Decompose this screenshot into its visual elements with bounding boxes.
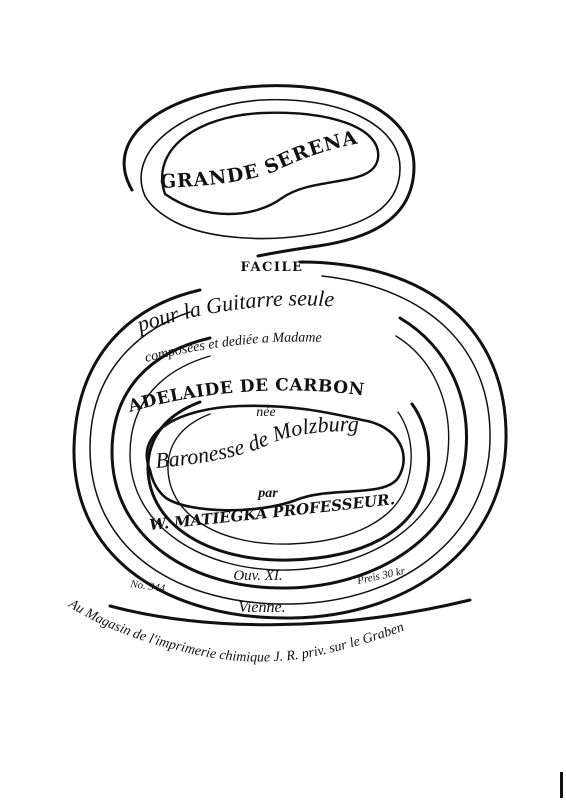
difficulty: FACILE bbox=[240, 260, 303, 275]
opus: Ouv. XI. bbox=[233, 568, 282, 584]
page-edge-mark bbox=[560, 772, 563, 798]
bottom-rule bbox=[108, 598, 472, 627]
dedication: composées et dediée a Madame bbox=[143, 331, 322, 366]
maiden-name: Baronesse de Molzburg bbox=[154, 411, 359, 473]
plate-number: No. 344 bbox=[129, 578, 167, 595]
city: Vienne. bbox=[238, 599, 285, 616]
second-oval bbox=[110, 316, 468, 590]
instrument: pour la Guitarre seule bbox=[132, 285, 335, 337]
outer-oval-inner bbox=[89, 275, 491, 605]
outer-oval bbox=[72, 260, 508, 620]
title: GRANDE SERENADE bbox=[0, 0, 360, 193]
top-outer-scroll-inner bbox=[140, 98, 401, 240]
par: par bbox=[257, 486, 278, 501]
inner-s-scroll bbox=[145, 404, 405, 512]
ornamental-frames bbox=[72, 84, 508, 627]
top-outer-scroll bbox=[122, 84, 416, 258]
third-oval bbox=[146, 400, 431, 562]
second-oval-inner bbox=[129, 335, 450, 571]
nee: née bbox=[256, 405, 275, 420]
top-inner-scroll bbox=[160, 111, 380, 216]
third-oval-inner bbox=[167, 411, 412, 545]
